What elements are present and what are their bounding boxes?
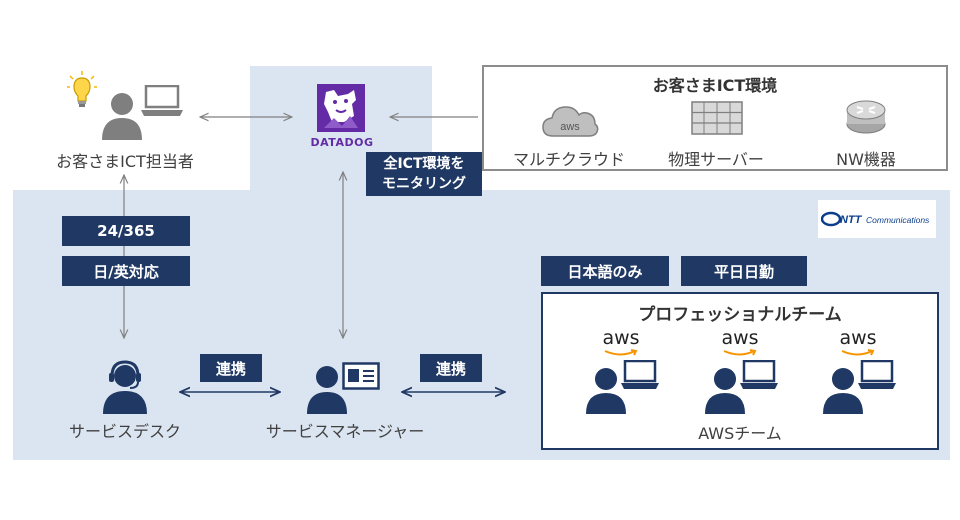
team-laptop-icon <box>740 360 778 389</box>
badge-japanese-only: 日本語のみ <box>541 256 669 286</box>
monitoring-caption: 全ICT環境を モニタリング <box>366 152 482 196</box>
headset-person-icon <box>100 360 150 414</box>
aws-logo-1: aws <box>602 327 640 349</box>
cloud-aws-icon: aws <box>541 100 599 140</box>
team-person-icon <box>823 368 863 414</box>
server-icon <box>690 100 744 136</box>
aws-smile-icon <box>604 349 638 356</box>
manager-person-icon <box>305 364 349 414</box>
aws-logo-2: aws <box>721 327 759 349</box>
badge-link-left: 連携 <box>200 354 262 382</box>
aws-smile-icon <box>723 349 757 356</box>
env-label-multicloud: マルチクラウド <box>512 150 625 169</box>
team-laptop-icon <box>858 360 896 389</box>
router-icon <box>845 96 887 136</box>
ntt-logo-text: NTT <box>840 214 863 226</box>
ntt-logo: NTT Communications <box>818 200 936 238</box>
env-label-server: 物理サーバー <box>668 150 764 169</box>
team-person-icon <box>705 368 745 414</box>
aws-smile-icon <box>841 349 875 356</box>
datadog-logo-text: DATADOG <box>310 136 374 149</box>
badge-weekday-hours: 平日日勤 <box>681 256 807 286</box>
cloud-aws-text: aws <box>560 121 580 133</box>
aws-logo-3: aws <box>839 327 877 349</box>
service-desk-label: サービスデスク <box>68 422 181 441</box>
customer-laptop-icon <box>140 85 184 117</box>
monitoring-caption-line1: 全ICT環境を <box>383 156 465 172</box>
badge-language: 日/英対応 <box>62 256 190 286</box>
monitoring-caption-line2: モニタリング <box>382 176 466 192</box>
ntt-logo-sub: Communications <box>866 215 930 225</box>
customer-person-icon <box>100 90 144 140</box>
badge-link-right: 連携 <box>420 354 482 382</box>
service-manager-label: サービスマネージャー <box>265 422 425 441</box>
professional-team-title: プロフェッショナルチーム <box>638 305 842 325</box>
lightbulb-icon <box>67 70 97 110</box>
datadog-logo <box>314 82 370 134</box>
team-person-icon <box>586 368 626 414</box>
customer-label: お客さまICT担当者 <box>56 152 194 171</box>
badge-24-365: 24/365 <box>62 216 190 246</box>
ict-environment-title: お客さまICT環境 <box>652 76 778 95</box>
env-label-nw: NW機器 <box>836 150 896 169</box>
aws-team-caption: AWSチーム <box>698 424 782 443</box>
id-card-icon <box>342 362 380 390</box>
team-laptop-icon <box>621 360 659 389</box>
